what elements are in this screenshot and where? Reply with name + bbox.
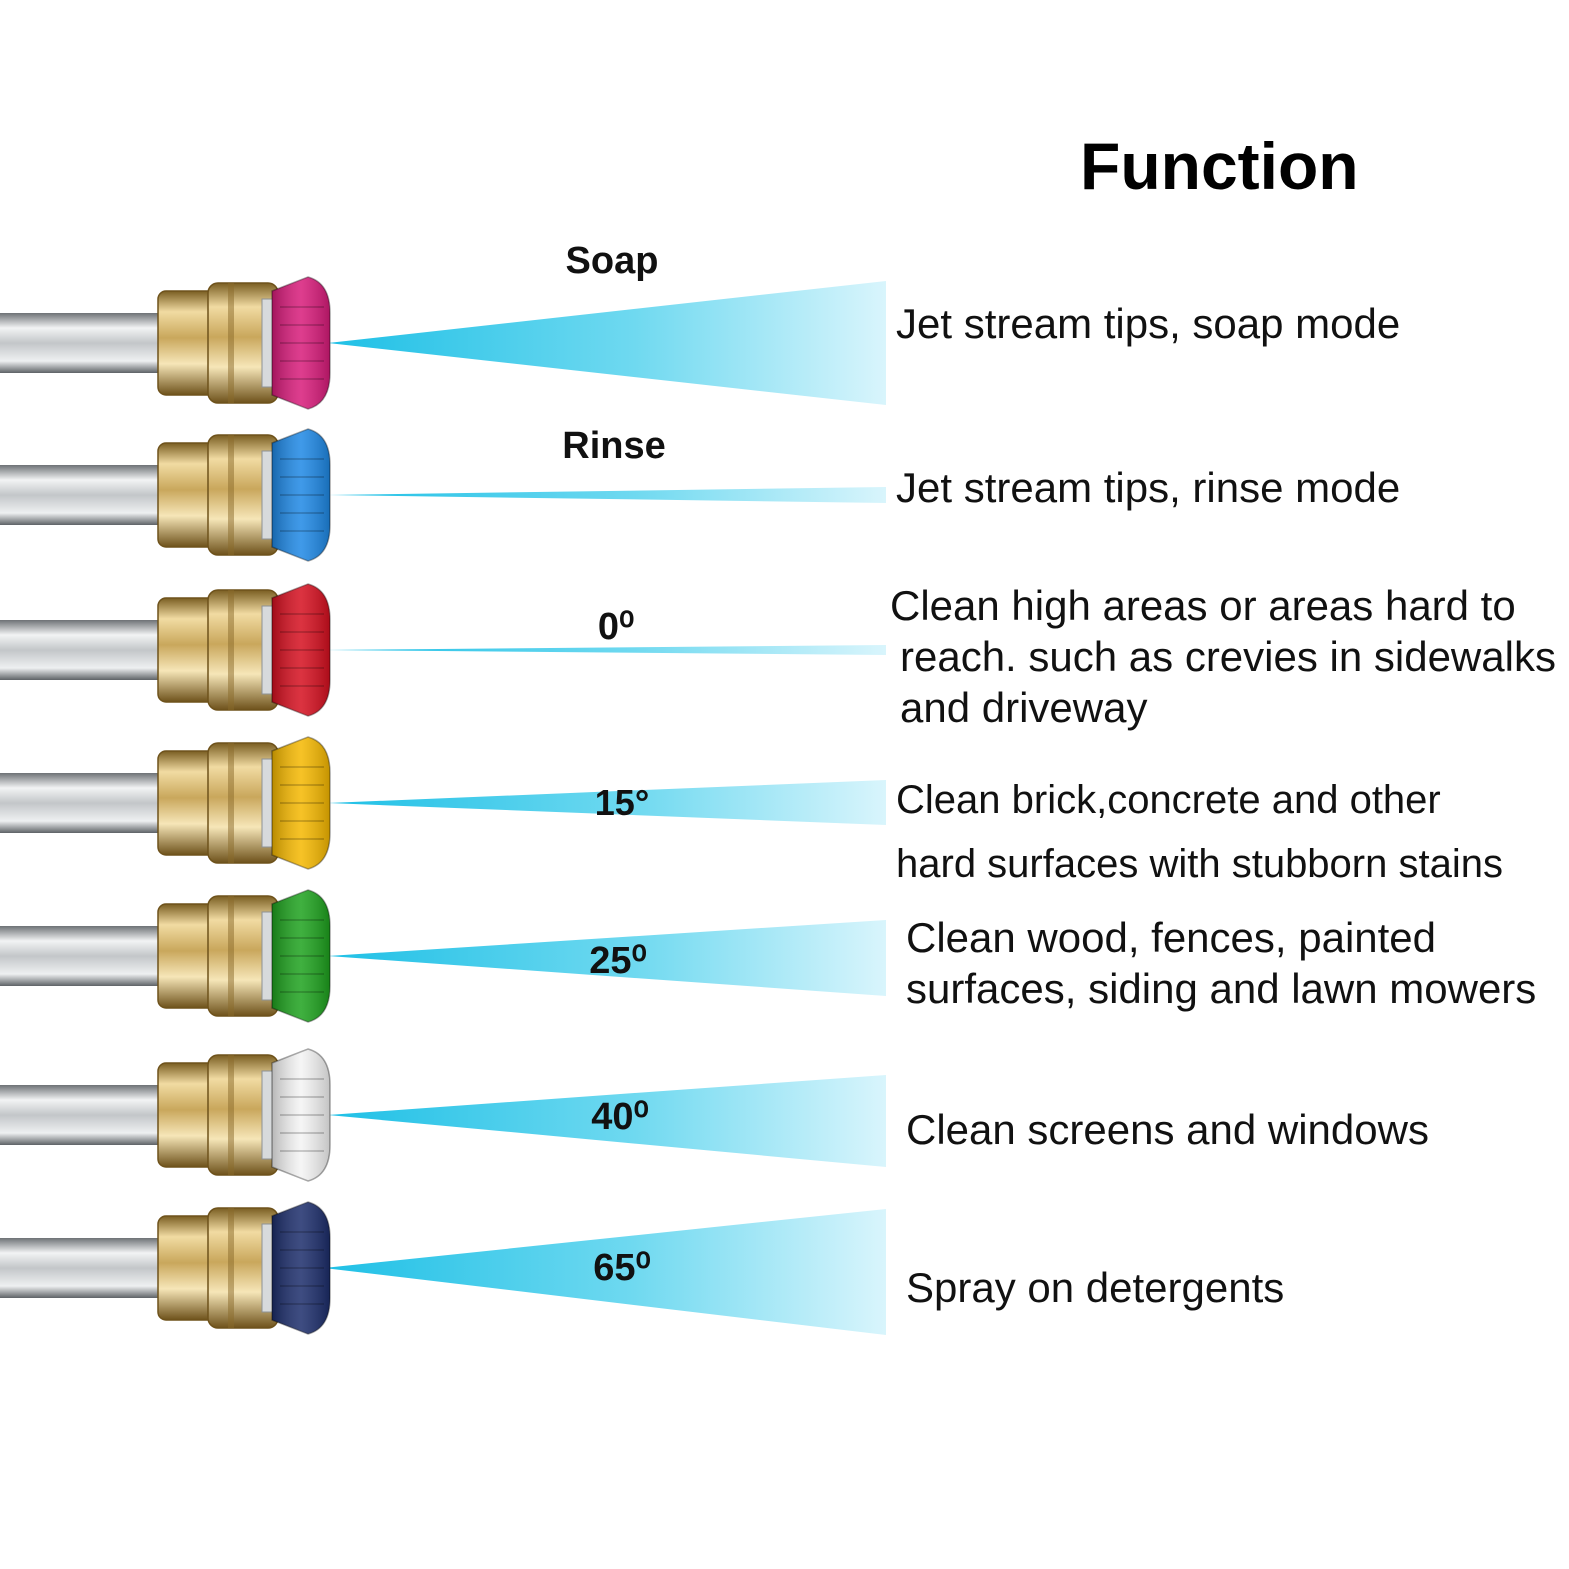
nozzle-row <box>0 428 886 562</box>
nozzle-tip-shading <box>272 737 330 869</box>
nozzle-tip-shading <box>272 429 330 561</box>
function-line: Clean screens and windows <box>906 1106 1429 1153</box>
forty-degree-function-text: Clean screens and windows <box>906 1104 1429 1155</box>
forty-degree-tip-label: 40⁰ <box>591 1096 649 1138</box>
zero-degree-tip-label: 0⁰ <box>597 606 635 648</box>
function-line: Spray on detergents <box>906 1264 1285 1311</box>
rinse-tip-label: Rinse <box>562 425 666 467</box>
nozzle-tip-shading <box>272 1049 330 1181</box>
spray-fan <box>328 780 886 825</box>
function-line: surfaces, siding and lawn mowers <box>906 965 1537 1013</box>
spray-fan <box>324 645 886 655</box>
nozzle-tip-shading <box>272 277 330 409</box>
spray-fan <box>328 487 886 503</box>
function-line: Clean high areas or areas hard to <box>890 582 1516 629</box>
function-line: and driveway <box>900 684 1148 732</box>
twenty-five-degree-tip-label: 25⁰ <box>589 940 647 982</box>
function-line: Clean wood, fences, painted <box>906 914 1437 961</box>
soap-function-text: Jet stream tips, soap mode <box>896 298 1400 349</box>
sixty-five-degree-function-text: Spray on detergents <box>906 1262 1284 1313</box>
wand-shaft <box>0 465 170 525</box>
spray-fan <box>328 281 886 405</box>
spray-fan <box>328 920 886 996</box>
nozzle-row <box>0 583 886 717</box>
nozzle-row <box>0 889 886 1023</box>
coupler-groove <box>228 743 234 863</box>
wand-shaft <box>0 620 170 680</box>
nozzle-tip-shading <box>272 1202 330 1334</box>
nozzle-row <box>0 276 886 410</box>
coupler-groove <box>228 1055 234 1175</box>
wand-shaft <box>0 773 170 833</box>
wand-shaft <box>0 1085 170 1145</box>
spray-fan <box>324 1209 886 1335</box>
function-line: Clean brick,concrete and other <box>896 778 1441 822</box>
function-line: Jet stream tips, rinse mode <box>896 464 1401 511</box>
spray-fan <box>328 1075 886 1167</box>
coupler-groove <box>228 590 234 710</box>
function-line: Jet stream tips, soap mode <box>896 300 1401 347</box>
sixty-five-degree-tip-label: 65⁰ <box>593 1247 651 1289</box>
soap-tip-label: Soap <box>565 240 659 282</box>
wand-shaft <box>0 313 170 373</box>
function-title: Function <box>1080 129 1359 203</box>
coupler-groove <box>228 896 234 1016</box>
nozzle-tip-shading <box>272 890 330 1022</box>
coupler-groove <box>228 1208 234 1328</box>
function-line: hard surfaces with stubborn stains <box>896 842 1503 886</box>
rinse-function-text: Jet stream tips, rinse mode <box>896 462 1400 513</box>
nozzle-row <box>0 1201 886 1335</box>
wand-shaft <box>0 1238 170 1298</box>
twenty-five-degree-function-text: Clean wood, fences, painted surfaces, si… <box>906 912 1536 1014</box>
zero-degree-function-text: Clean high areas or areas hard to reach.… <box>890 580 1556 734</box>
function-line: reach. such as crevies in sidewalks <box>900 633 1556 681</box>
coupler-groove <box>228 435 234 555</box>
nozzle-row <box>0 1048 886 1182</box>
fifteen-degree-tip-label: 15° <box>594 782 650 823</box>
wand-shaft <box>0 926 170 986</box>
nozzle-tip-shading <box>272 584 330 716</box>
coupler-groove <box>228 283 234 403</box>
nozzle-row <box>0 736 886 870</box>
fifteen-degree-function-text: Clean brick,concrete and other hard surf… <box>896 768 1503 896</box>
